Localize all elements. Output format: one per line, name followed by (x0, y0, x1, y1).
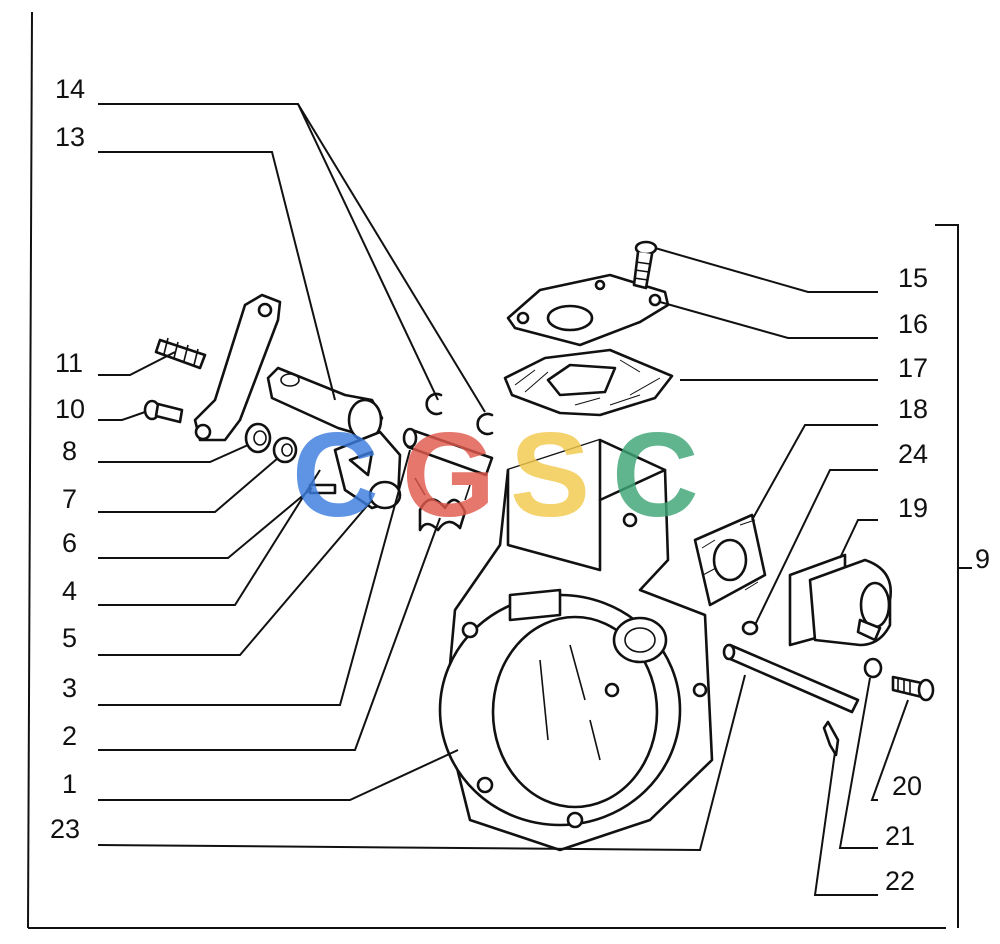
label-15: 15 (898, 263, 928, 293)
side-actuator (788, 553, 893, 647)
label-24: 24 (898, 439, 928, 469)
gearbox-housing (438, 438, 714, 852)
label-11: 11 (55, 348, 83, 378)
top-gasket (503, 348, 674, 417)
bolt-20 (891, 675, 935, 702)
watermark-letter-2: G (402, 408, 495, 542)
label-16: 16 (898, 309, 928, 339)
leader-lines (97, 103, 909, 896)
arm-lever (193, 293, 282, 442)
label-8: 8 (62, 436, 77, 466)
label-22: 22 (885, 866, 915, 896)
label-17: 17 (898, 353, 928, 383)
label-19: 19 (898, 493, 928, 523)
label-4: 4 (62, 576, 77, 606)
diagram-frame (27, 11, 959, 929)
watermark-letter-4: C (612, 408, 699, 542)
torsion-spring (414, 477, 471, 532)
label-18: 18 (898, 394, 928, 424)
small-washer (741, 620, 759, 636)
lever-13 (266, 366, 384, 442)
circlips (425, 392, 494, 436)
label-20: 20 (892, 771, 922, 801)
watermark-logo: C G S C (292, 408, 699, 542)
label-2: 2 (62, 721, 77, 751)
label-1: 1 (62, 769, 77, 799)
washer-21 (863, 657, 883, 679)
cotter-pin (822, 720, 840, 757)
label-9: 9 (975, 544, 990, 574)
labels-right: 15 16 17 18 24 19 20 21 22 9 (885, 263, 990, 896)
label-3: 3 (62, 673, 77, 703)
long-pin (722, 643, 860, 714)
label-6: 6 (62, 528, 77, 558)
watermark-letter-3: S (510, 408, 590, 542)
side-gasket (693, 513, 767, 607)
labels-left: 14 13 11 10 8 7 6 4 5 3 2 1 23 (50, 74, 85, 844)
selector-cam (333, 430, 402, 510)
label-10: 10 (55, 394, 85, 424)
label-21: 21 (885, 821, 915, 851)
shaft (402, 427, 494, 477)
watermark-letter-1: C (292, 408, 379, 542)
label-23: 23 (50, 814, 80, 844)
label-14: 14 (55, 74, 85, 104)
screw-10 (143, 399, 184, 424)
cover-screw (632, 240, 658, 290)
label-5: 5 (62, 623, 77, 653)
label-7: 7 (62, 484, 77, 514)
spring-11 (154, 337, 207, 370)
label-13: 13 (55, 122, 85, 152)
